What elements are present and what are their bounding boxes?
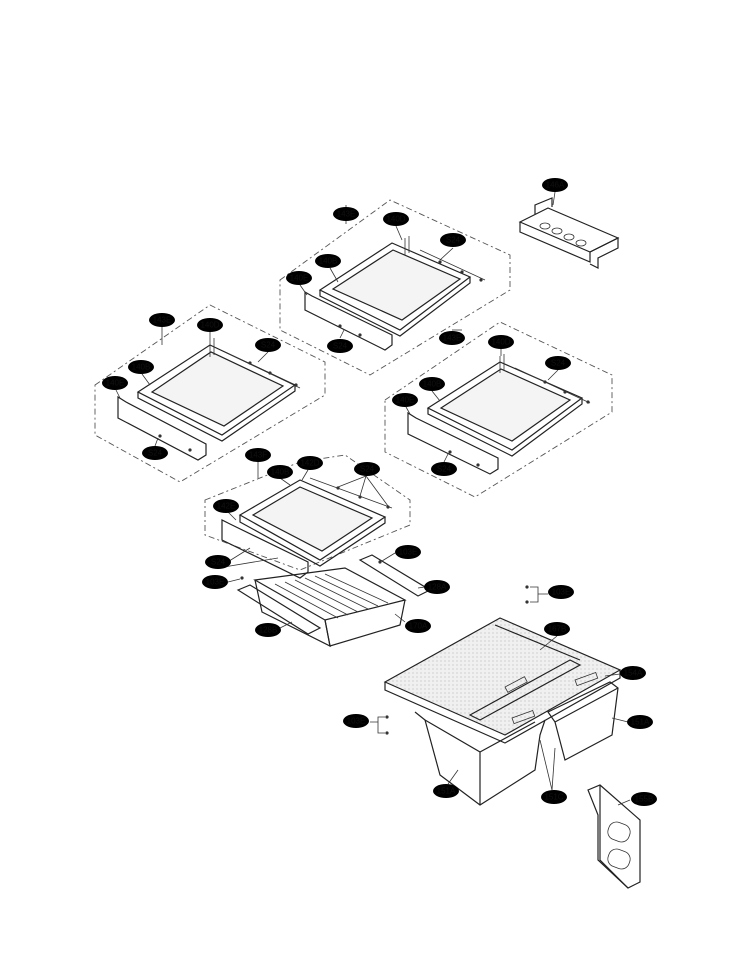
callout-170a: 170A xyxy=(405,619,431,633)
svg-text:S24: S24 xyxy=(360,465,375,474)
callout-s24-right-2: S24 xyxy=(431,462,457,476)
callout-103e-1: 103E xyxy=(395,545,421,559)
svg-text:140B: 140B xyxy=(132,363,151,372)
callout-140b-left: 140B xyxy=(128,360,154,374)
svg-text:103E: 103E xyxy=(399,548,418,557)
svg-text:S24: S24 xyxy=(333,342,348,351)
svg-text:140B: 140B xyxy=(271,468,290,477)
svg-text:140D: 140D xyxy=(200,321,219,330)
callout-s24-right-1: S24 xyxy=(545,356,571,370)
shelf-top-center xyxy=(279,199,511,376)
svg-text:103E: 103E xyxy=(552,588,571,597)
svg-text:167B: 167B xyxy=(548,625,567,634)
svg-text:146A: 146A xyxy=(546,181,565,190)
svg-text:S24: S24 xyxy=(446,236,461,245)
svg-text:155B: 155B xyxy=(635,795,654,804)
crisper-pans-assembly xyxy=(370,585,629,806)
callout-151a-left: 151A xyxy=(433,784,459,798)
svg-text:140E: 140E xyxy=(396,396,415,405)
svg-text:151A: 151A xyxy=(631,718,650,727)
svg-text:S24: S24 xyxy=(211,558,226,567)
svg-text:143E: 143E xyxy=(443,334,462,343)
callout-140e-top: 140E xyxy=(286,271,312,285)
svg-text:140D: 140D xyxy=(386,215,405,224)
callout-155b: 155B xyxy=(631,792,657,806)
callout-140e-left: 140E xyxy=(102,376,128,390)
callout-103e-3: 103E xyxy=(548,585,574,599)
callout-s24-top-1: S24 xyxy=(440,233,466,247)
callout-103e-2: 103E xyxy=(202,575,228,589)
svg-text:151A: 151A xyxy=(437,787,456,796)
svg-text:140B: 140B xyxy=(319,257,338,266)
svg-text:S24: S24 xyxy=(551,359,566,368)
svg-text:S24: S24 xyxy=(148,449,163,458)
callout-142d: 142D xyxy=(297,456,323,470)
svg-text:103E: 103E xyxy=(206,578,225,587)
callout-142e: 142E xyxy=(213,499,239,513)
callout-140b-right: 140B xyxy=(419,377,445,391)
callout-143e-top: 143E xyxy=(333,207,359,221)
svg-text:140E: 140E xyxy=(106,379,125,388)
callout-140d-right: 140D xyxy=(488,335,514,349)
callout-s24-crisper-2: S24 xyxy=(205,555,231,569)
callout-167b: 167B xyxy=(544,622,570,636)
svg-text:140E: 140E xyxy=(290,274,309,283)
callout-143e-left: 143E xyxy=(149,313,175,327)
svg-text:143E: 143E xyxy=(337,210,356,219)
callout-140d-top: 140D xyxy=(383,212,409,226)
callout-140b-top: 140B xyxy=(315,254,341,268)
cover-155b xyxy=(587,784,641,889)
shelf-right xyxy=(384,321,613,498)
callout-s24-left-1: S24 xyxy=(255,338,281,352)
svg-text:128B: 128B xyxy=(259,626,278,635)
callout-140e-right: 140E xyxy=(392,393,418,407)
svg-text:S24: S24 xyxy=(261,341,276,350)
callout-s24-left-2: S24 xyxy=(142,446,168,460)
svg-text:140B: 140B xyxy=(423,380,442,389)
svg-text:143E: 143E xyxy=(153,316,172,325)
svg-text:170A: 170A xyxy=(409,622,428,631)
callout-140b-crisper: 140B xyxy=(267,465,293,479)
svg-text:103E: 103E xyxy=(347,717,366,726)
callout-154a: 154A xyxy=(620,666,646,680)
callout-151a-right: 151A xyxy=(627,715,653,729)
svg-text:140D: 140D xyxy=(491,338,510,347)
bracket-146a xyxy=(518,191,620,269)
callout-143e-right: 143E xyxy=(439,331,465,345)
callout-140d-left: 140D xyxy=(197,318,223,332)
callout-143f: 143F xyxy=(245,448,271,462)
svg-text:143F: 143F xyxy=(249,451,267,460)
svg-text:151C: 151C xyxy=(544,793,563,802)
svg-text:142D: 142D xyxy=(300,459,319,468)
svg-text:S24: S24 xyxy=(437,465,452,474)
svg-text:128A: 128A xyxy=(428,583,447,592)
svg-text:154A: 154A xyxy=(624,669,643,678)
callout-103e-4: 103E xyxy=(343,714,369,728)
callout-146a: 146A xyxy=(542,178,568,192)
callout-128a: 128A xyxy=(424,580,450,594)
shelf-left xyxy=(94,304,326,483)
callout-s24-crisper-1: S24 xyxy=(354,462,380,476)
callout-151c: 151C xyxy=(541,790,567,804)
svg-text:142E: 142E xyxy=(217,502,236,511)
callout-s24-top-2: S24 xyxy=(327,339,353,353)
callout-128b: 128B xyxy=(255,623,281,637)
